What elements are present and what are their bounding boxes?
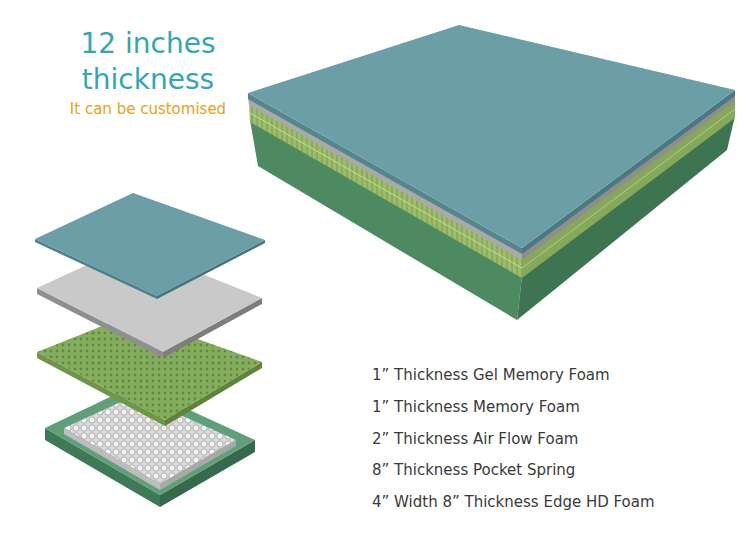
layer-label: 1” Thickness Gel Memory Foam xyxy=(372,366,742,384)
layer-label: 2” Thickness Air Flow Foam xyxy=(372,430,742,448)
layer-label: 8” Thickness Pocket Spring xyxy=(372,461,742,479)
layer-label: 4” Width 8” Thickness Edge HD Foam xyxy=(372,493,742,511)
assembled-mattress xyxy=(248,25,735,320)
exploded-layers xyxy=(35,193,265,507)
layer-label: 1” Thickness Memory Foam xyxy=(372,398,742,416)
note-label: It can be customised xyxy=(40,100,256,118)
heading-title: 12 inches thickness xyxy=(58,26,238,98)
